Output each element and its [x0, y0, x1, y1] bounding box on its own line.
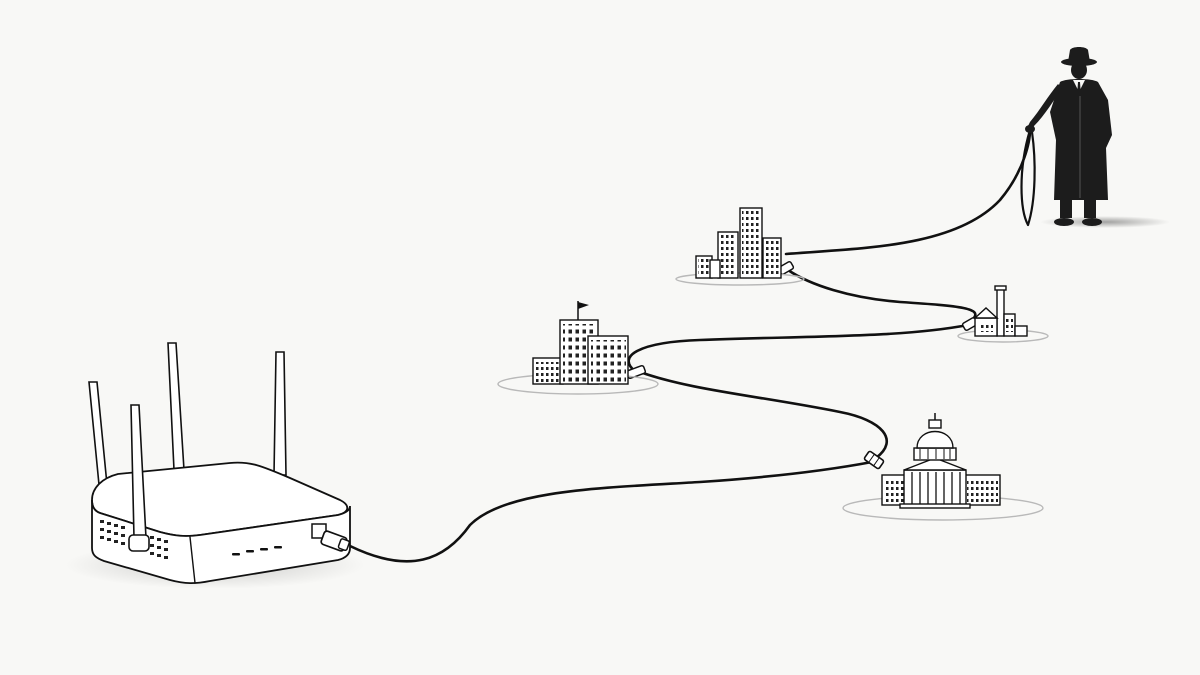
factory [957, 285, 1049, 343]
city-skyline [675, 207, 805, 286]
flag-icon [578, 302, 589, 309]
spy-figure [1025, 47, 1170, 228]
tap-connector-capitol [863, 450, 885, 470]
capitol-dome-icon [916, 431, 954, 449]
router-vents [100, 520, 168, 559]
antenna-back-center [167, 342, 185, 471]
cable-segment-factory-to-city [786, 268, 977, 322]
spy-shadow [1040, 216, 1170, 228]
spy-silhouette-icon [1025, 47, 1112, 226]
cable-coil [1020, 128, 1036, 227]
cable-segment-capitol-to-office [638, 370, 889, 460]
cable-segment-city-to-spy [784, 128, 1032, 256]
router [65, 342, 365, 589]
router-body-edge [189, 536, 196, 584]
router-body-side [91, 499, 351, 585]
antenna-front-base [128, 534, 150, 552]
router-status-lights [232, 546, 282, 556]
capitol-building [842, 413, 1044, 521]
spy-tie [1077, 82, 1081, 96]
cable-segment-office-to-factory [627, 323, 970, 374]
ethernet-plug-icon [320, 530, 350, 552]
antenna-back-right [273, 351, 287, 476]
cable-segment-router-to-capitol [348, 460, 874, 563]
office-building [497, 301, 659, 395]
antenna-back-left [88, 381, 109, 496]
cable [348, 128, 1036, 563]
